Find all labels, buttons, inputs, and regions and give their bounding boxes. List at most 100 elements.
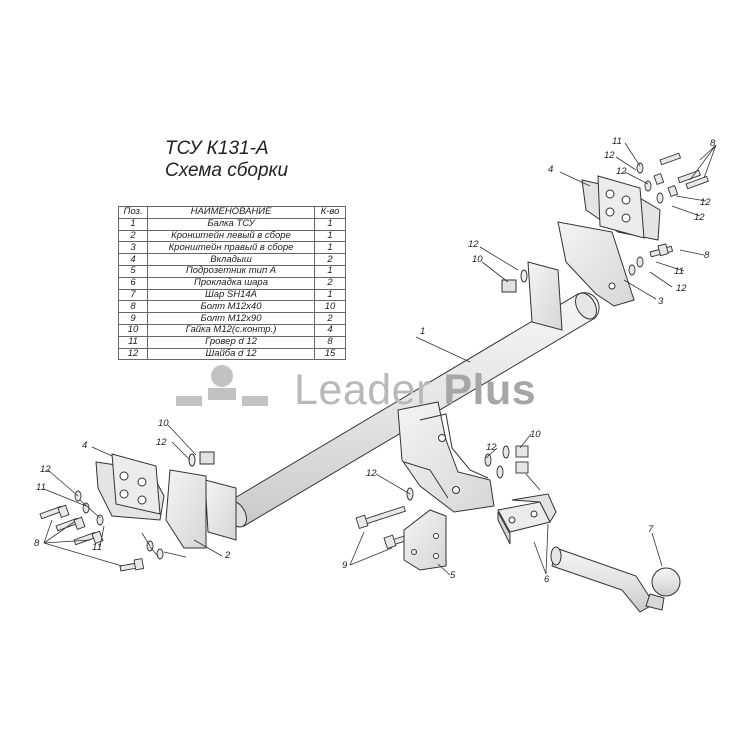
callout-3: 3 (658, 296, 664, 307)
page-subtitle: Схема сборки (165, 160, 289, 181)
callout-8-top: 8 (710, 138, 716, 149)
tow-ball (550, 546, 681, 613)
callout-12-e: 12 (676, 283, 687, 294)
callout-4-right: 4 (548, 164, 553, 175)
beam-right-plate (527, 261, 563, 331)
beam-left-plate (204, 479, 237, 541)
page-title: ТСУ К131-А (165, 138, 269, 159)
callout-1: 1 (420, 326, 425, 337)
callout-12-d: 12 (694, 212, 705, 223)
callout-11-left: 11 (36, 482, 46, 493)
left-bracket (95, 453, 207, 549)
row-qty: 1 (314, 217, 346, 231)
watermark-word-plus: Plus (443, 366, 537, 414)
row-qty: 2 (314, 253, 346, 266)
callout-2: 2 (224, 550, 231, 561)
row-pos: 5 (118, 264, 148, 278)
row-pos: 2 (118, 229, 148, 243)
callout-11-bottom: 11 (92, 542, 102, 553)
ball-gaskets (497, 493, 557, 545)
callout-5: 5 (450, 570, 456, 581)
row-qty: 2 (314, 312, 346, 325)
watermark-word-leader: Leader (294, 366, 431, 414)
row-name: Балка ТСУ (147, 217, 315, 231)
callout-12-g: 12 (156, 437, 167, 448)
callouts: 1 2 3 4 4 5 6 7 8 8 8 9 10 10 10 11 11 1… (34, 136, 716, 585)
row-name: Болт М12х90 (147, 312, 315, 325)
right-bolts (628, 152, 709, 276)
row-name: Болт М12х40 (147, 300, 315, 314)
callout-7: 7 (648, 524, 654, 535)
row-pos: 10 (118, 323, 148, 337)
callout-11-right: 11 (674, 266, 684, 277)
header-name: НАИМЕНОВАНИЕ (147, 206, 315, 219)
center-hitch-bracket (397, 401, 495, 513)
left-bolts (39, 490, 164, 572)
callout-12-c: 12 (700, 197, 711, 208)
row-pos: 4 (118, 253, 148, 266)
callout-8-left: 8 (34, 538, 40, 549)
callout-10-top: 10 (472, 254, 483, 265)
row-qty: 1 (314, 264, 346, 278)
callout-12-h: 12 (40, 464, 51, 475)
watermark-logo (176, 365, 268, 406)
watermark-text: Leader Plus (294, 366, 536, 415)
leader-lines (43, 142, 717, 576)
callout-10-center: 10 (530, 429, 541, 440)
callout-10-left: 10 (158, 418, 169, 429)
row-name: Гровер d 12 (147, 335, 315, 349)
row-qty: 4 (314, 323, 346, 337)
callout-12-i: 12 (366, 468, 377, 479)
socket-plate (403, 509, 447, 571)
row-qty: 10 (314, 300, 346, 314)
row-pos: 8 (118, 300, 148, 314)
callout-8-right: 8 (704, 250, 710, 261)
callout-12-a: 12 (604, 150, 615, 161)
parts-table-header: Поз. НАИМЕНОВАНИЕ К-во (118, 206, 346, 219)
callout-11-top: 11 (612, 136, 622, 147)
row-qty: 2 (314, 276, 346, 290)
callout-9: 9 (342, 560, 348, 571)
row-name: Кронштейн правый в сборе (147, 241, 315, 255)
row-name: Подрозетник тип А (147, 264, 315, 278)
row-name: Шар SH14A (147, 288, 315, 302)
row-qty: 15 (314, 347, 346, 361)
row-pos: 1 (118, 217, 148, 231)
row-name: Шайба d 12 (147, 347, 315, 361)
row-name: Вкладыш (147, 253, 315, 266)
callout-12-f: 12 (468, 239, 479, 250)
header-qty: К-во (314, 206, 346, 219)
row-pos: 9 (118, 312, 148, 325)
row-qty: 1 (314, 229, 346, 243)
nut-left (188, 451, 215, 467)
row-pos: 11 (118, 335, 148, 349)
row-pos: 12 (118, 347, 148, 361)
row-pos: 6 (118, 276, 148, 290)
row-name: Кронштейн левый в сборе (147, 229, 315, 243)
row-pos: 3 (118, 241, 148, 255)
nut-upper (501, 269, 528, 293)
callout-4-left: 4 (82, 440, 87, 451)
row-pos: 7 (118, 288, 148, 302)
callout-6: 6 (544, 574, 550, 585)
row-qty: 1 (314, 288, 346, 302)
row-name: Гайка М12(с.контр.) (147, 323, 315, 337)
callout-12-j: 12 (486, 442, 497, 453)
row-name: Прокладка шара (147, 276, 315, 290)
callout-12-b: 12 (616, 166, 627, 177)
